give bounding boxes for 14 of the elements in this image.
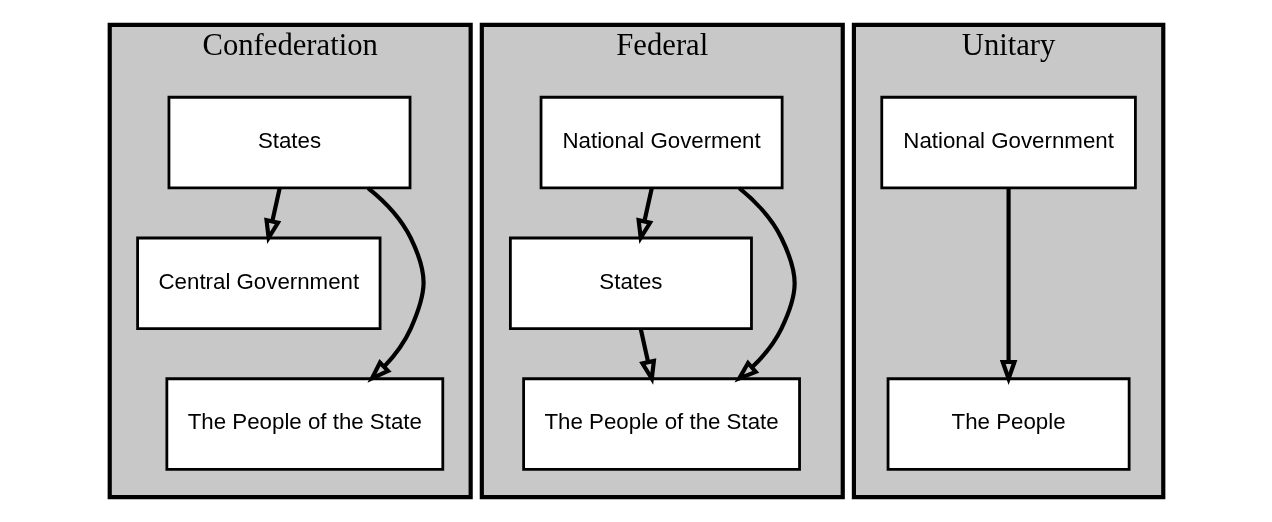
arrow (638, 328, 656, 385)
arrow (734, 186, 797, 383)
node-box: Central Government (135, 236, 381, 330)
node-box: States (167, 95, 411, 190)
arrow (263, 187, 282, 244)
arrow (999, 188, 1017, 386)
node-box: The People (886, 377, 1131, 471)
node-box: National Government (879, 95, 1137, 190)
arrow (366, 186, 426, 383)
node-box: The People of the State (164, 377, 444, 471)
node-box: The People of the State (521, 377, 801, 471)
arrow (635, 187, 654, 244)
node-box: National Goverment (539, 95, 784, 190)
node-box: States (508, 236, 753, 330)
